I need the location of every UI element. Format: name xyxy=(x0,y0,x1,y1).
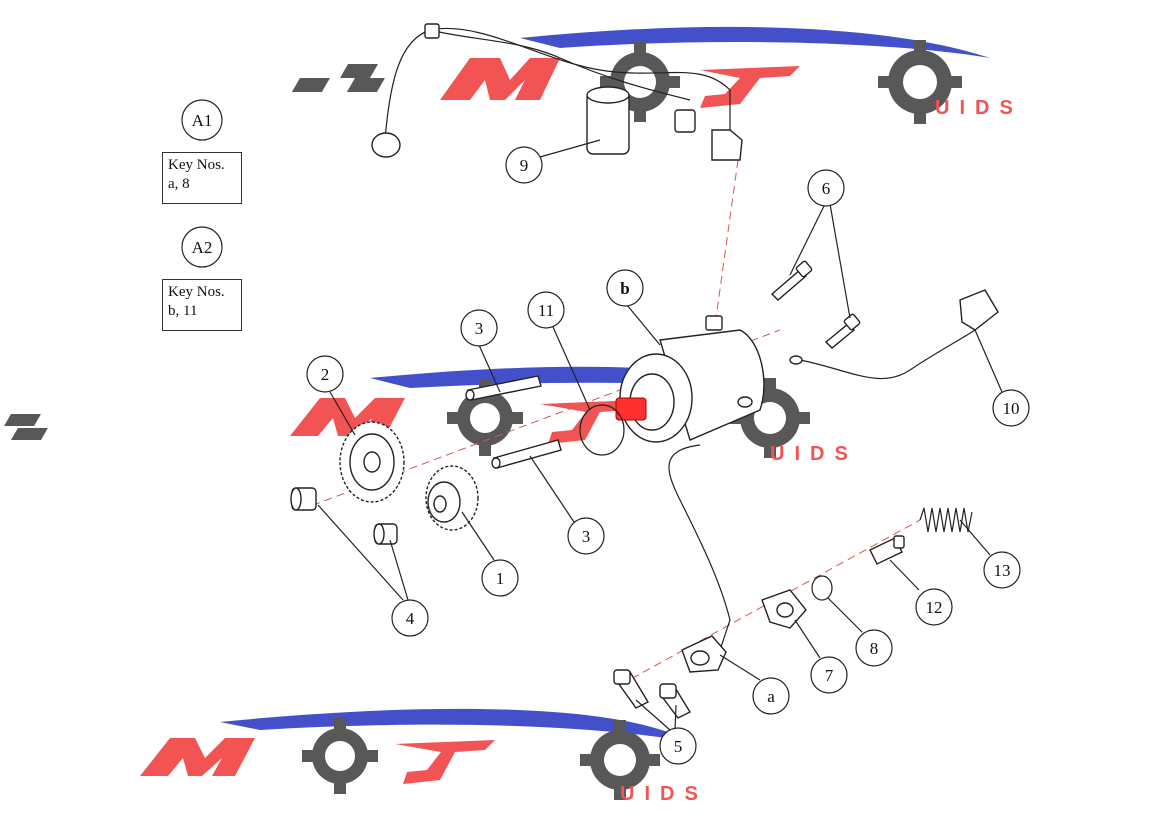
part-9-wiring-harness xyxy=(371,23,743,161)
svg-text:A1: A1 xyxy=(192,111,213,130)
part-13-spring xyxy=(919,507,973,533)
callout-2: 2 xyxy=(306,355,344,393)
watermark-logo-middle: UIDS xyxy=(4,366,858,465)
callout-7: 7 xyxy=(810,656,848,694)
gear-icon xyxy=(878,40,962,124)
callout-9: 9 xyxy=(505,146,543,184)
svg-text:4: 4 xyxy=(406,609,415,628)
watermark-sub-text: UIDS xyxy=(935,97,1023,119)
key-box-title: Key Nos. xyxy=(168,284,225,300)
group-label-a1: A1 xyxy=(181,99,223,141)
svg-text:7: 7 xyxy=(825,666,834,685)
svg-text:11: 11 xyxy=(538,301,554,320)
key-box-items: a, 8 xyxy=(168,176,190,192)
gear-icon xyxy=(302,718,378,794)
watermark-sub-text: UIDS xyxy=(620,783,708,805)
key-box-title: Key Nos. xyxy=(168,157,225,173)
svg-text:9: 9 xyxy=(520,156,529,175)
part-1-gear xyxy=(425,465,479,531)
svg-text:A2: A2 xyxy=(192,238,213,257)
svg-text:3: 3 xyxy=(582,527,591,546)
key-box-a1: Key Nos. a, 8 xyxy=(162,152,242,204)
key-box-items: b, 11 xyxy=(168,303,198,319)
assembly-axis-lines xyxy=(299,159,921,686)
watermark-sub-text: UIDS xyxy=(770,443,858,465)
svg-text:1: 1 xyxy=(496,569,505,588)
part-7-gasket xyxy=(761,589,807,629)
callout-5: 5 xyxy=(659,727,697,765)
part-4-bushings xyxy=(290,487,398,545)
svg-text:a: a xyxy=(767,687,775,706)
part-10-cable xyxy=(789,289,999,380)
gear-icon xyxy=(580,720,660,800)
svg-text:b: b xyxy=(620,279,629,298)
callout-4: 4 xyxy=(391,599,429,637)
group-label-a2: A2 xyxy=(181,226,223,268)
svg-text:2: 2 xyxy=(321,365,330,384)
svg-text:6: 6 xyxy=(822,179,831,198)
callout-a: a xyxy=(752,677,790,715)
callout-3-lower: 3 xyxy=(567,517,605,555)
watermark-logo-top: UIDS xyxy=(291,26,1023,124)
part-12-plunger xyxy=(869,535,905,565)
callout-1: 1 xyxy=(481,559,519,597)
callout-13: 13 xyxy=(983,551,1021,589)
svg-text:12: 12 xyxy=(926,598,943,617)
svg-text:3: 3 xyxy=(475,319,484,338)
callout-12: 12 xyxy=(915,588,953,626)
svg-text:8: 8 xyxy=(870,639,879,658)
callout-10: 10 xyxy=(992,389,1030,427)
part-5-screws xyxy=(613,669,691,719)
part-3-shafts xyxy=(465,375,562,469)
leader-lines xyxy=(317,139,1003,731)
part-a-sensor xyxy=(668,444,731,673)
svg-text:13: 13 xyxy=(994,561,1011,580)
callout-6: 6 xyxy=(807,169,845,207)
part-2-gear xyxy=(339,421,405,503)
part-6-bolts xyxy=(770,260,861,349)
part-b-starter-motor xyxy=(615,315,765,443)
callout-3-upper: 3 xyxy=(460,309,498,347)
svg-text:5: 5 xyxy=(674,737,683,756)
part-8-o-ring xyxy=(811,575,833,601)
callout-11: 11 xyxy=(527,291,565,329)
key-box-a2: Key Nos. b, 11 xyxy=(162,279,242,331)
watermark-logo-bottom: UIDS xyxy=(140,708,708,805)
svg-text:10: 10 xyxy=(1003,399,1020,418)
part-11-o-ring xyxy=(579,404,625,456)
callout-8: 8 xyxy=(855,629,893,667)
callout-b: b xyxy=(606,269,644,307)
